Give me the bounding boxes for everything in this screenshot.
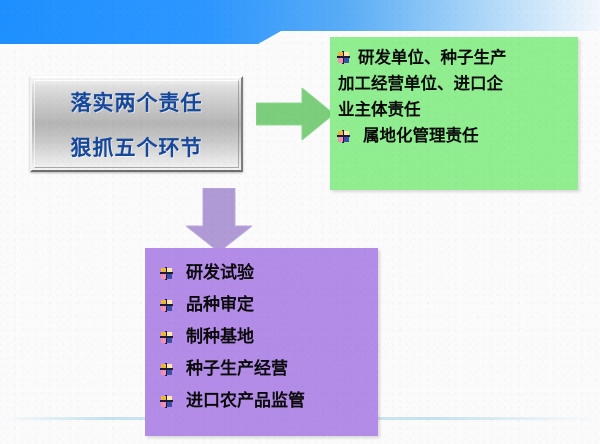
- purple-item-5-label: 进口农产品监管: [186, 391, 305, 411]
- purple-links-box: 研发试验 品种审定 制种基地 种子生产经营 进口农产品监管: [145, 248, 378, 436]
- purple-bullet-item-5: 进口农产品监管: [160, 388, 368, 414]
- pinwheel-bullet-icon: [160, 266, 173, 280]
- purple-item-2-label: 品种审定: [186, 295, 254, 315]
- purple-item-4-label: 种子生产经营: [186, 359, 288, 379]
- green-right-arrow-icon: [256, 88, 334, 140]
- top-banner: [0, 0, 600, 44]
- green-bullet-item-1: 研发单位、种子生产: [337, 45, 568, 71]
- pinwheel-bullet-icon: [160, 330, 173, 344]
- green-item-1-line-2: 加工经营单位、进口企: [338, 74, 503, 93]
- title-line-1: 落实两个责任: [70, 90, 203, 115]
- green-bullet-item-2: 属地化管理责任: [337, 123, 568, 149]
- purple-down-arrow-icon: [186, 188, 252, 252]
- purple-item-1-label: 研发试验: [186, 263, 254, 283]
- pinwheel-bullet-icon: [337, 129, 350, 143]
- pinwheel-bullet-icon: [160, 394, 173, 408]
- pinwheel-bullet-icon: [337, 51, 350, 64]
- title-line-2: 狠抓五个环节: [70, 135, 203, 160]
- purple-item-3-label: 制种基地: [186, 327, 254, 347]
- green-responsibility-box: 研发单位、种子生产 加工经营单位、进口企 业主体责任 属地化管理责任: [330, 37, 578, 190]
- green-item-1-line-1: 研发单位、种子生产: [358, 48, 507, 67]
- purple-bullet-item-1: 研发试验: [160, 260, 368, 286]
- pinwheel-bullet-icon: [160, 298, 173, 312]
- purple-bullet-item-3: 制种基地: [160, 324, 368, 350]
- purple-bullet-item-2: 品种审定: [160, 292, 368, 318]
- green-item-2-label: 属地化管理责任: [363, 126, 479, 145]
- title-plaque: 落实两个责任 狠抓五个环节: [30, 76, 243, 172]
- purple-bullet-item-4: 种子生产经营: [160, 356, 368, 382]
- pinwheel-bullet-icon: [160, 362, 173, 376]
- green-item-1-line-3: 业主体责任: [338, 100, 421, 119]
